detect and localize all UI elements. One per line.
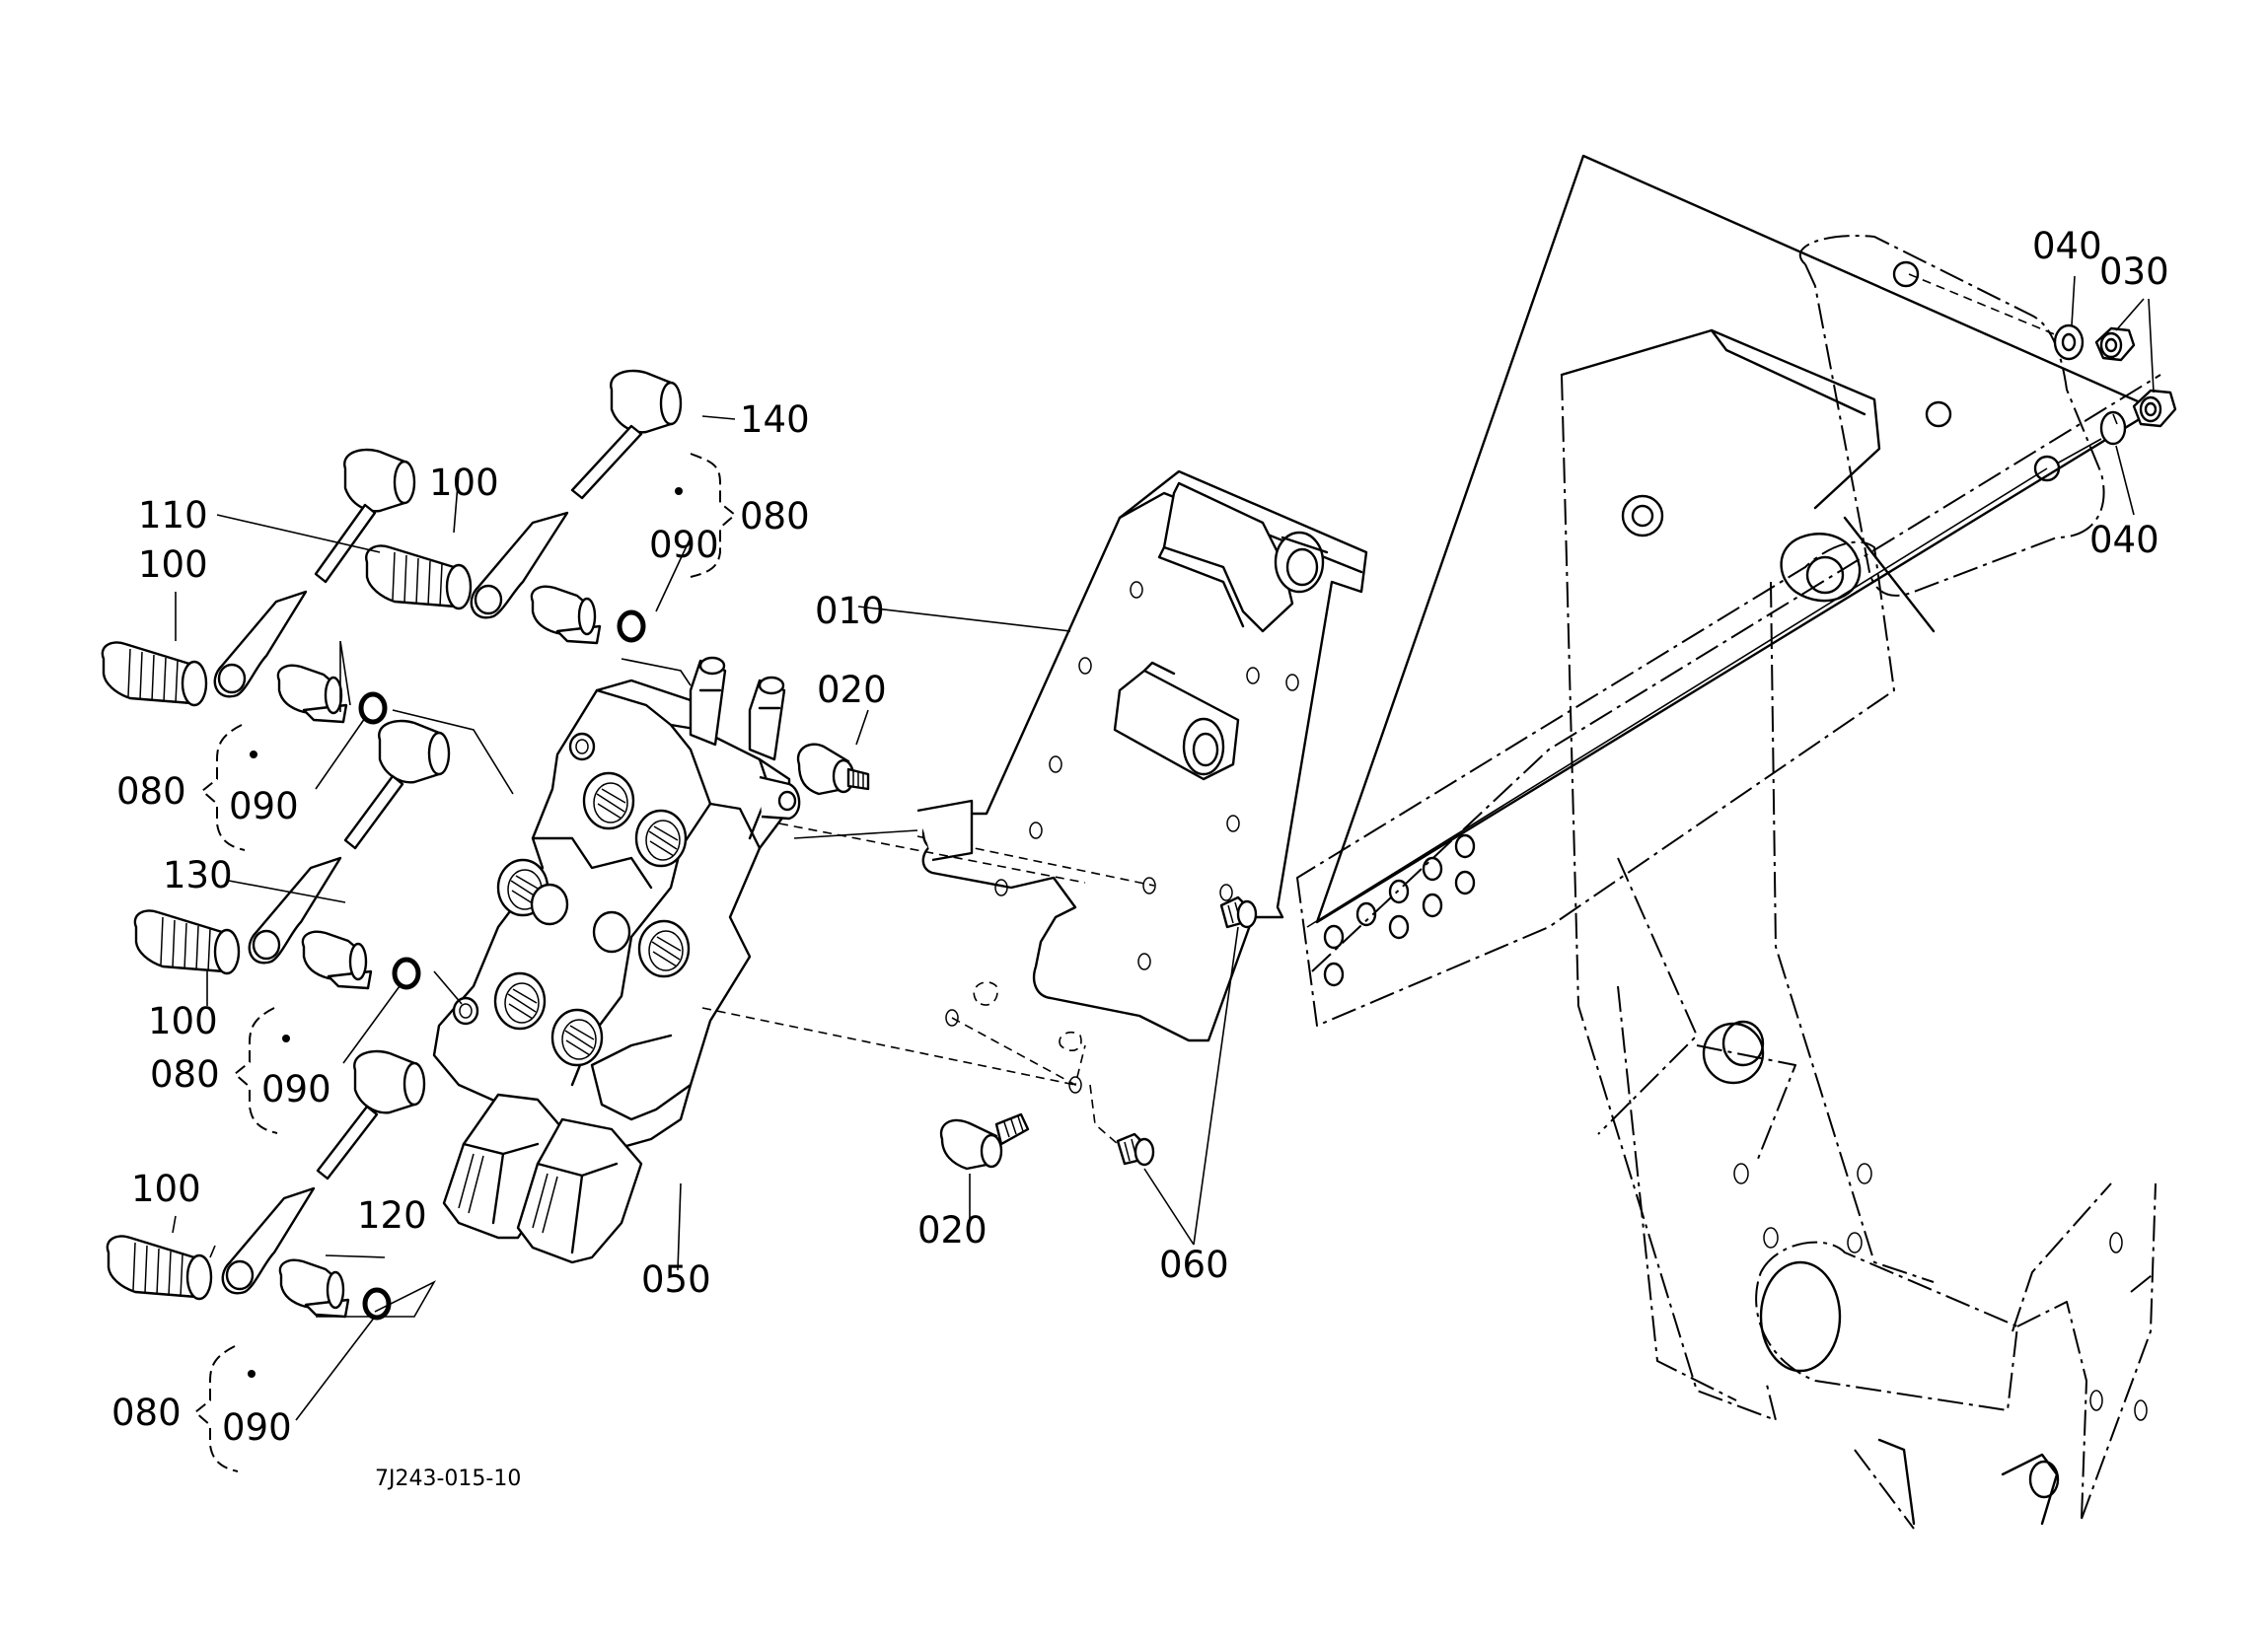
label-080-left-3: 080 xyxy=(111,1392,182,1434)
coupler-100-left-2 xyxy=(133,909,241,975)
label-020-upper: 020 xyxy=(817,669,887,711)
loader-frame xyxy=(1296,154,2161,1530)
coupler-100-top xyxy=(365,544,473,610)
bolt-060-lower xyxy=(1116,1132,1155,1167)
dust-cap-110 xyxy=(314,448,416,584)
marker-dot xyxy=(248,1370,256,1378)
label-090-left-1: 090 xyxy=(229,785,299,827)
leader-lines xyxy=(172,275,2155,1421)
label-100-left-3: 100 xyxy=(131,1168,201,1210)
o-ring-090-left-3 xyxy=(362,1287,392,1321)
label-040-upper: 040 xyxy=(2032,225,2102,267)
adapter-080-left-1 xyxy=(276,664,348,724)
washer-040-upper xyxy=(2053,323,2085,361)
label-090-top: 090 xyxy=(649,524,719,566)
control-valve-050 xyxy=(432,656,801,1264)
label-060: 060 xyxy=(1159,1244,1229,1286)
coupler-100-left-3 xyxy=(106,1235,213,1301)
adapter-080-top xyxy=(530,585,602,645)
marker-dot xyxy=(282,1035,290,1042)
label-090-left-2: 090 xyxy=(261,1068,331,1110)
o-ring-090-left-2 xyxy=(392,957,421,990)
label-040-lower: 040 xyxy=(2089,519,2159,561)
label-130: 130 xyxy=(163,854,233,896)
cap-strap-ring-top xyxy=(470,511,569,619)
label-090-left-3: 090 xyxy=(222,1406,292,1449)
label-100-top: 100 xyxy=(429,462,499,504)
label-010: 010 xyxy=(815,590,885,632)
label-050: 050 xyxy=(641,1258,711,1301)
bolt-020-lower xyxy=(939,1112,1030,1171)
cap-strap-ring-120 xyxy=(221,1186,316,1295)
o-ring-090-top xyxy=(617,609,646,643)
adapter-080-left-3 xyxy=(278,1258,350,1319)
label-100-left-1: 100 xyxy=(138,543,208,586)
label-100-left-2: 100 xyxy=(148,1000,218,1042)
bolt-060-upper xyxy=(1219,895,1258,929)
label-080-top: 080 xyxy=(740,495,810,537)
cap-strap-ring-110 xyxy=(213,590,308,698)
coupler-100-left-1 xyxy=(101,641,208,707)
marker-dot xyxy=(675,487,683,495)
dust-cap-120 xyxy=(316,1049,426,1181)
nut-030-upper xyxy=(2094,326,2136,362)
washer-040-lower xyxy=(2099,410,2127,446)
part-labels: 010 020 020 030 040 040 050 060 080 080 … xyxy=(111,225,2169,1449)
label-120: 120 xyxy=(357,1194,427,1237)
cap-strap-ring-130 xyxy=(248,856,342,965)
label-080-left-1: 080 xyxy=(116,770,186,813)
label-030: 030 xyxy=(2099,250,2169,293)
mounting-plate-010 xyxy=(916,469,1368,1094)
adapter-080-left-2 xyxy=(301,930,373,990)
o-ring-090-left-1 xyxy=(358,691,388,725)
label-020-lower: 020 xyxy=(917,1209,988,1252)
label-080-left-2: 080 xyxy=(150,1053,220,1096)
diagram-code: 7J243-015-10 xyxy=(375,1467,521,1491)
marker-dot xyxy=(250,751,257,758)
bolt-020-upper xyxy=(796,743,870,796)
nut-030-lower xyxy=(2132,389,2177,428)
dust-cap-140 xyxy=(570,369,683,500)
label-110: 110 xyxy=(138,494,208,537)
dust-cap-130 xyxy=(343,719,451,850)
label-140: 140 xyxy=(740,398,810,441)
